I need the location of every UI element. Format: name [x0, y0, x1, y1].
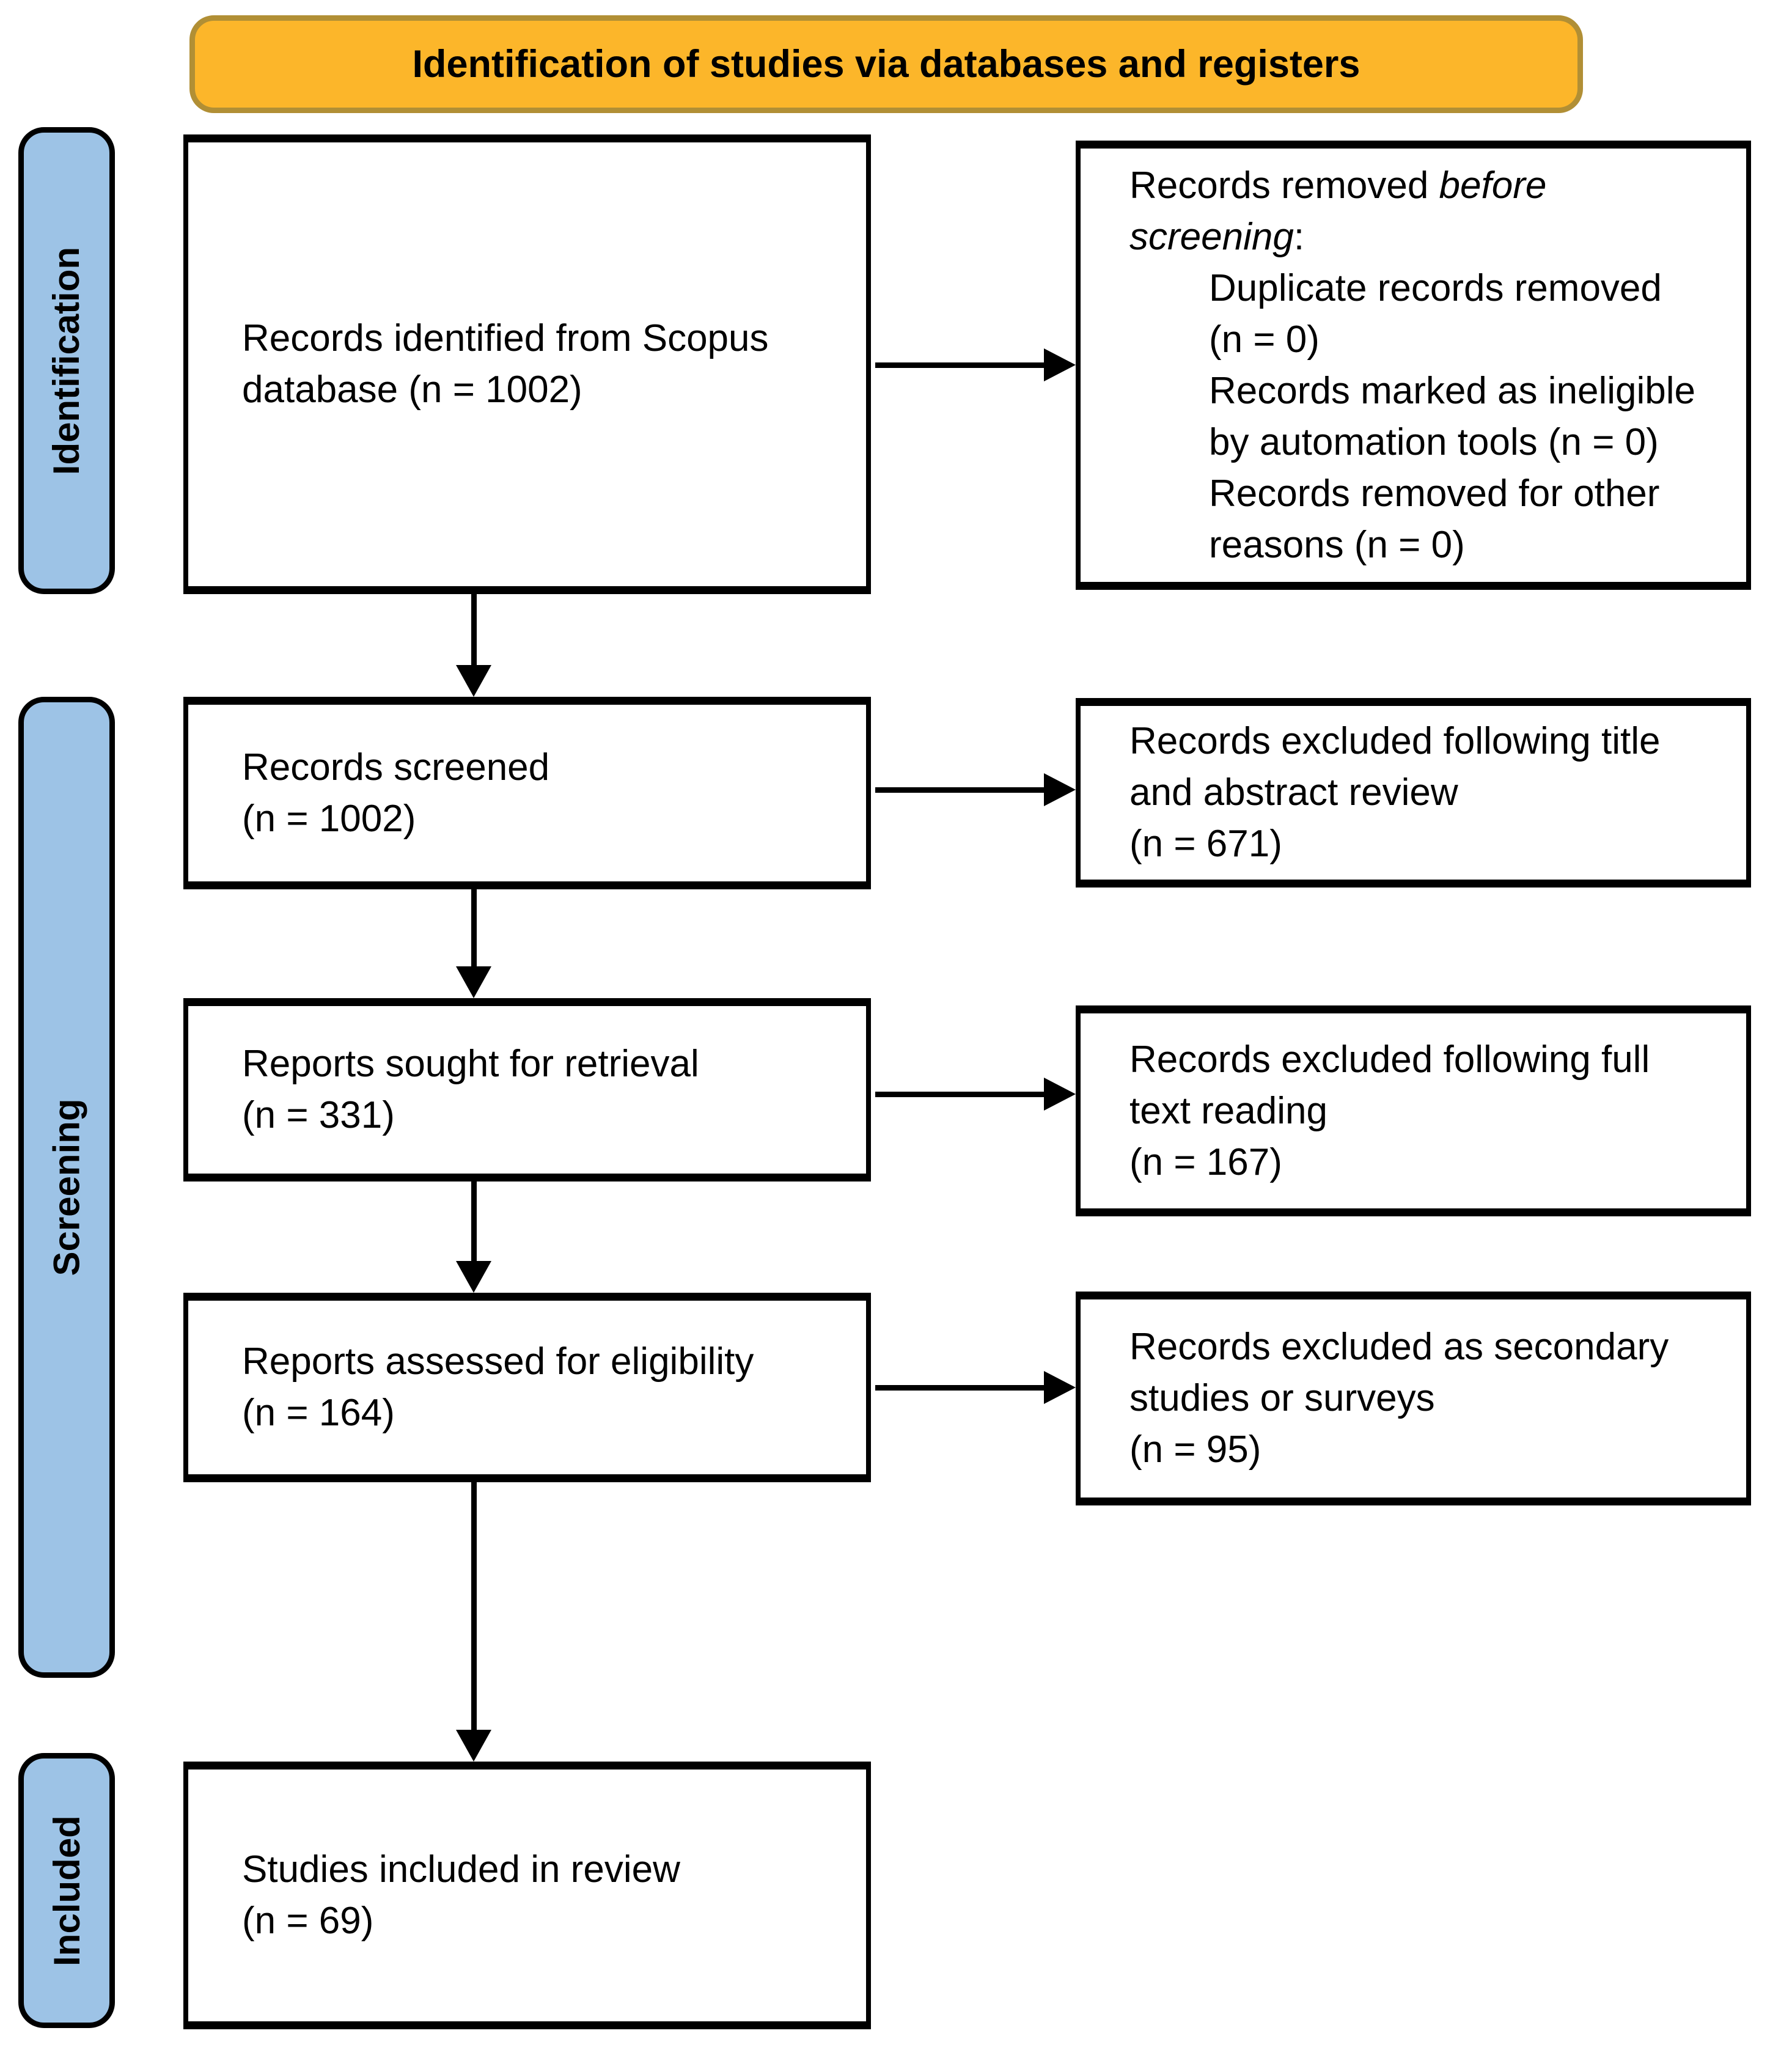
arrow-stem	[471, 1182, 477, 1262]
box-text-line: Records removed before	[1129, 160, 1734, 211]
stage-included-label: Included	[46, 1815, 87, 1966]
lead-plain: :	[1293, 215, 1305, 258]
arrow-head-icon	[456, 1261, 491, 1293]
box-text-line: Records screened	[242, 746, 550, 788]
lead-italic: before	[1439, 164, 1547, 207]
box-text-line: reasons (n = 0)	[1209, 523, 1465, 566]
box-text-line: (n = 1002)	[242, 797, 416, 840]
box-text-line: Records marked as ineligible	[1209, 369, 1696, 412]
box-excluded-secondary: Records excluded as secondary studies or…	[1076, 1292, 1751, 1505]
box-text-line: by automation tools (n = 0)	[1209, 421, 1659, 463]
box-text-line: (n = 164)	[242, 1392, 395, 1434]
stage-identification: Identification	[18, 127, 115, 594]
exclusion-reason: Duplicate records removed (n = 0) Record…	[1209, 263, 1734, 571]
stage-included: Included	[18, 1753, 115, 2028]
arrow-stem	[471, 889, 477, 968]
box-text-line: Records excluded following title	[1129, 720, 1661, 762]
box-text-line: Records excluded following full	[1129, 1038, 1650, 1081]
box-records-identified: Records identified from Scopus database …	[183, 134, 871, 594]
box-text-line: screening:	[1129, 211, 1734, 263]
stage-identification-label: Identification	[46, 246, 87, 475]
arrow-head-icon	[1044, 348, 1076, 381]
arrow-head-icon	[456, 966, 491, 998]
banner: Identification of studies via databases …	[189, 15, 1583, 113]
stage-screening-label: Screening	[46, 1098, 87, 1276]
box-reports-assessed: Reports assessed for eligibility (n = 16…	[183, 1293, 871, 1482]
arrow-stem	[875, 362, 1046, 368]
arrow-stem	[875, 787, 1046, 793]
box-text-line: (n = 69)	[242, 1900, 374, 1942]
stage-screening: Screening	[18, 697, 115, 1678]
box-excluded-full-text: Records excluded following full text rea…	[1076, 1005, 1751, 1216]
arrow-head-icon	[456, 665, 491, 697]
box-text-line: (n = 167)	[1129, 1141, 1282, 1183]
box-records-removed-before-screening: Records removed before screening: Duplic…	[1076, 141, 1751, 590]
arrow-head-icon	[1044, 1371, 1076, 1404]
box-text-line: Records removed for other	[1209, 472, 1660, 515]
box-excluded-title-abstract: Records excluded following title and abs…	[1076, 698, 1751, 888]
arrow-head-icon	[456, 1730, 491, 1762]
arrow-stem	[471, 594, 477, 667]
box-text-line: studies or surveys	[1129, 1377, 1435, 1419]
box-reports-sought: Reports sought for retrieval (n = 331)	[183, 998, 871, 1182]
box-text-line: Records identified from Scopus	[242, 317, 769, 359]
box-studies-included: Studies included in review (n = 69)	[183, 1762, 871, 2029]
box-text-line: Studies included in review	[242, 1848, 680, 1891]
box-text-line: (n = 671)	[1129, 823, 1282, 865]
box-text-line: Reports sought for retrieval	[242, 1043, 699, 1085]
box-text-line: Reports assessed for eligibility	[242, 1340, 754, 1383]
lead-plain: Records removed	[1129, 164, 1439, 207]
arrow-stem	[875, 1385, 1046, 1391]
banner-title: Identification of studies via databases …	[412, 43, 1361, 86]
arrow-stem	[471, 1482, 477, 1731]
arrow-head-icon	[1044, 773, 1076, 806]
box-records-screened: Records screened (n = 1002)	[183, 697, 871, 889]
box-text-line: (n = 0)	[1209, 318, 1320, 361]
box-text-line: Duplicate records removed	[1209, 266, 1662, 309]
box-text-line: (n = 95)	[1129, 1428, 1261, 1471]
arrow-head-icon	[1044, 1078, 1076, 1111]
lead-italic: screening	[1129, 215, 1294, 258]
box-text-line: and abstract review	[1129, 771, 1458, 814]
box-text-line: database (n = 1002)	[242, 369, 582, 411]
box-text-line: Records excluded as secondary	[1129, 1326, 1669, 1368]
box-text-line: (n = 331)	[242, 1094, 395, 1136]
box-text-line: text reading	[1129, 1089, 1327, 1132]
arrow-stem	[875, 1092, 1046, 1097]
